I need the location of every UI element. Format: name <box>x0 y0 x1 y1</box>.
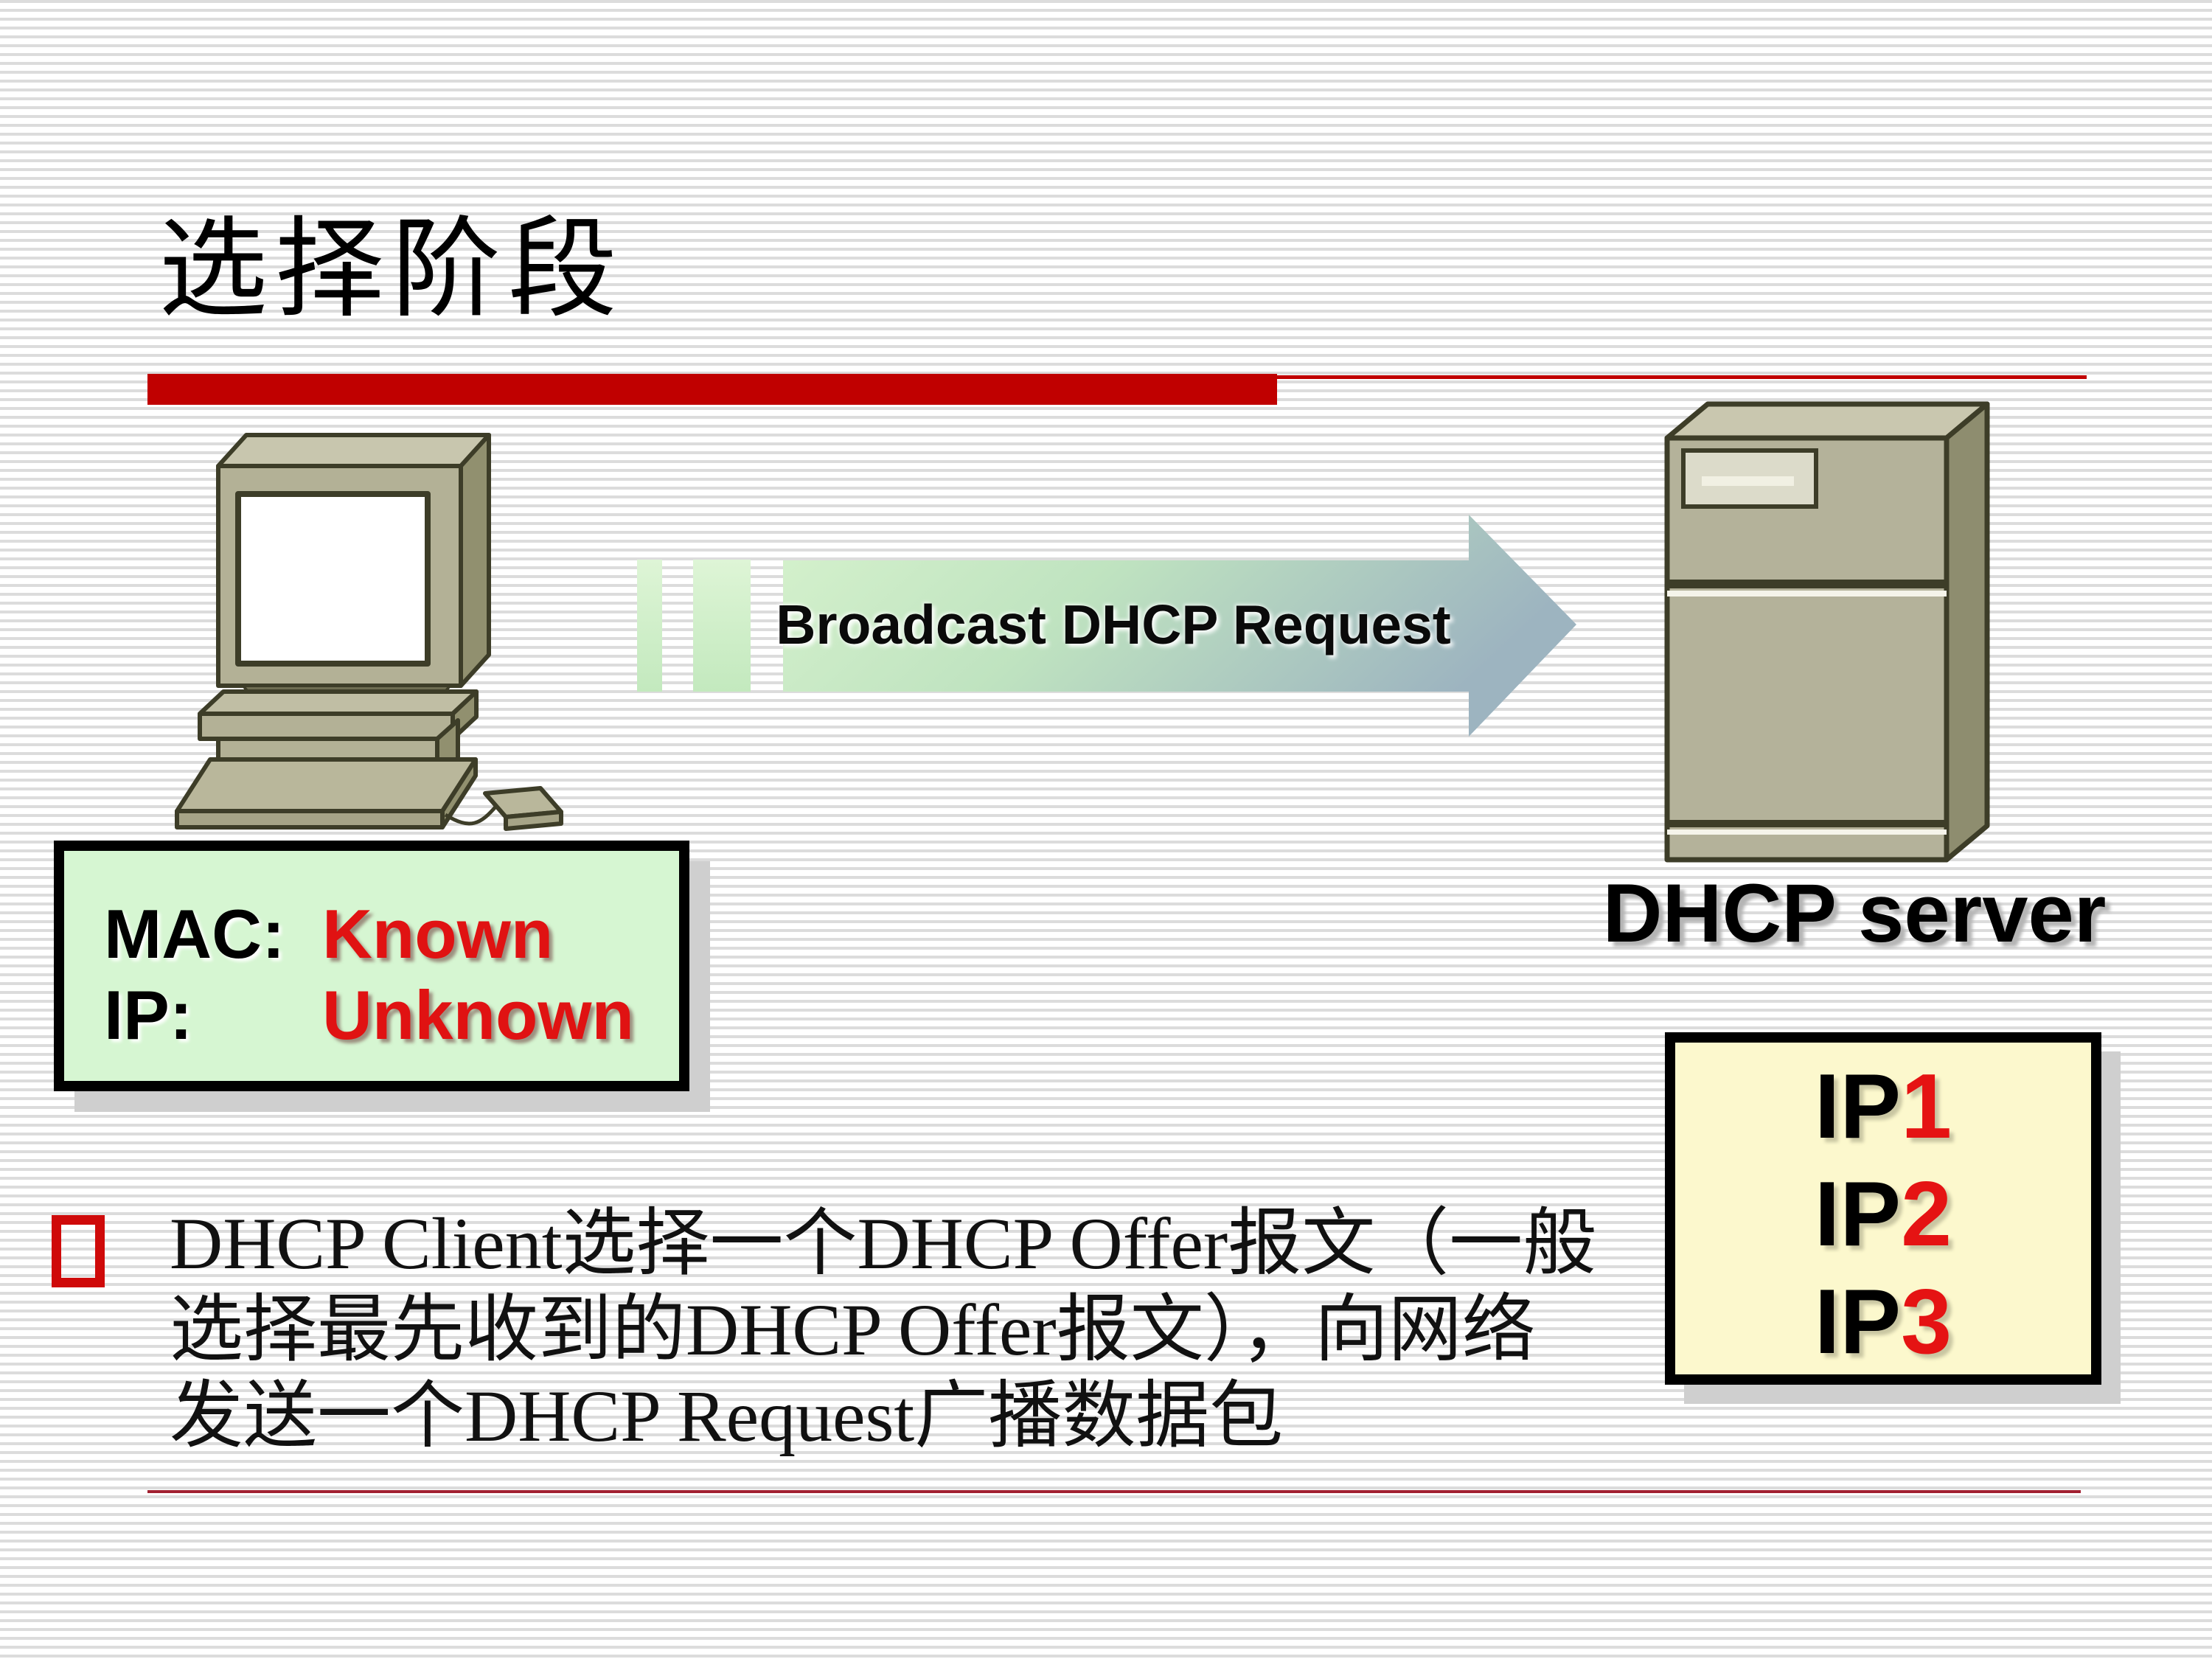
title-underline-thick <box>147 374 1277 405</box>
dhcp-server-icon <box>1664 401 1990 863</box>
ip-label: IP: <box>104 976 193 1054</box>
arrow-label: Broadcast DHCP Request <box>776 594 1451 655</box>
motion-dash-icon <box>693 560 751 692</box>
ip-number: 2 <box>1901 1164 1952 1265</box>
ip-pool-item: IP1 <box>1675 1053 2091 1161</box>
server-title: DHCP server <box>1602 867 2107 959</box>
bullet-line: DHCP Client选择一个DHCP Offer报文（一般 <box>170 1203 1597 1284</box>
client-status-box: MAC: Known IP: Unknown <box>54 841 689 1091</box>
mac-row: MAC: Known <box>104 894 679 975</box>
motion-dash-icon <box>637 560 662 692</box>
bottom-separator-line <box>147 1490 2081 1493</box>
page-title: 选择阶段 <box>159 210 625 331</box>
ip-prefix: IP <box>1814 1271 1902 1373</box>
broadcast-arrow-icon <box>637 515 1576 737</box>
ip-pool-item: IP2 <box>1675 1161 2091 1268</box>
client-computer-icon <box>175 433 563 831</box>
ip-row: IP: Unknown <box>104 975 679 1056</box>
ip-number: 1 <box>1901 1056 1952 1158</box>
mac-label: MAC: <box>104 895 285 973</box>
bullet-line: 发送一个DHCP Request广播数据包 <box>170 1375 1284 1457</box>
ip-pool-item: IP3 <box>1675 1268 2091 1376</box>
ip-value: Unknown <box>322 976 634 1054</box>
ip-prefix: IP <box>1814 1056 1902 1158</box>
bullet-square-icon <box>52 1215 105 1287</box>
ip-pool-box: IP1 IP2 IP3 <box>1665 1032 2101 1385</box>
server-slot-icon <box>1702 476 1794 486</box>
bullet-line: 选择最先收到的DHCP Offer报文），向网络 <box>170 1289 1536 1371</box>
ip-prefix: IP <box>1814 1164 1902 1265</box>
ip-number: 3 <box>1901 1271 1952 1373</box>
mac-value: Known <box>322 895 554 973</box>
bullet-paragraph: DHCP Client选择一个DHCP Offer报文（一般 选择最先收到的DH… <box>170 1200 1596 1459</box>
